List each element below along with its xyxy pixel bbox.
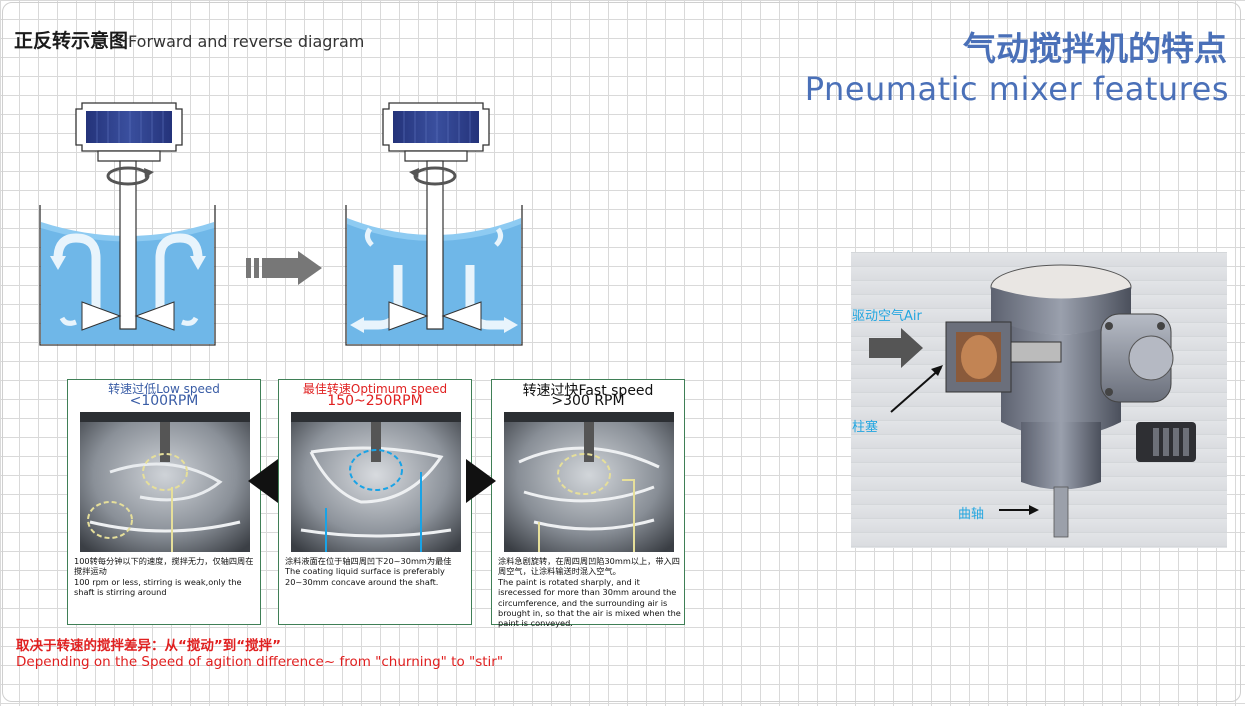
diagram-title-zh: 正反转示意图 [14, 30, 129, 52]
direction-arrow-icon [246, 251, 322, 285]
low-speed-photo [80, 412, 250, 552]
motor-housing [75, 102, 183, 162]
drive-air-label: 驱动空气Air [852, 309, 922, 324]
diagram-title: 正反转示意图Forward and reverse diagram [14, 26, 364, 53]
flow-arrowheads [50, 256, 206, 270]
piston-label: 柱塞 [852, 420, 879, 435]
caption-zh: 涂料液面在位于轴四周凹下20~30mm为最佳 [285, 556, 452, 566]
fast-speed-photo [504, 412, 674, 552]
panel-caption: 100转每分钟以下的速度，搅拌无力，仅轴四周在搅拌运动 100 rpm or l… [74, 556, 258, 598]
panel-title: 转速过快Fast speed [522, 383, 654, 399]
shaft [426, 160, 444, 330]
impeller [388, 301, 482, 331]
fast-speed-panel: 转速过快Fast speed >300 RPM 涂料急剧旋转，在周四周凹陷30m… [491, 379, 685, 628]
panel-rpm: >300 RPM [551, 393, 625, 409]
forward-reverse-illustration [39, 102, 523, 346]
flow-arrows [53, 233, 203, 326]
panel-caption: 涂料液面在位于轴四周凹下20~30mm为最佳 The coating liqui… [285, 556, 469, 587]
panel-title: 转速过低Low speed [108, 382, 220, 396]
low-speed-panel: 转速过低Low speed <100RPM 100转每分钟以下的速度，搅拌无力，… [67, 379, 261, 625]
crankshaft-label: 曲轴 [958, 507, 985, 522]
panel-rpm: 150~250RPM [327, 393, 423, 409]
reverse-mixer [345, 102, 523, 346]
shaft [119, 160, 137, 330]
air-inlet-arrow-icon [869, 328, 923, 368]
motor-housing [382, 102, 490, 162]
features-title-zh: 气动搅拌机的特点 [963, 29, 1227, 68]
pneumatic-mixer-image [851, 252, 1227, 548]
panel-rpm: <100RPM [129, 393, 199, 409]
caption-zh: 100转每分钟以下的速度，搅拌无力，仅轴四周在搅拌运动 [74, 556, 254, 577]
features-title-en: Pneumatic mixer features [804, 70, 1229, 108]
flow-arrowheads [350, 317, 518, 333]
speed-difference-zh: 取决于转速的搅拌差异：从“搅动”到“搅拌” [16, 638, 281, 654]
forward-mixer [39, 102, 216, 346]
speed-difference-en: Depending on the Speed of agition differ… [16, 654, 504, 670]
optimum-speed-photo [291, 412, 461, 552]
left-arrow-icon [248, 459, 278, 503]
optimum-speed-panel: 最佳转速Optimum speed 150~250RPM 涂料液面在位于轴四周凹… [278, 379, 472, 625]
panel-title: 最佳转速Optimum speed [302, 382, 448, 396]
right-arrow-icon [466, 459, 496, 503]
rotation-arrow-icon [106, 166, 154, 186]
caption-zh: 涂料急剧旋转，在周四周凹陷30mm以上，带入四周空气，让涂料输送时混入空气。 [498, 556, 680, 577]
panel-caption: 涂料急剧旋转，在周四周凹陷30mm以上，带入四周空气，让涂料输送时混入空气。 T… [498, 556, 682, 629]
caption-en: The coating liquid surface is preferably… [285, 566, 445, 587]
impeller [81, 301, 175, 331]
caption-en: The paint is rotated sharply, and it isr… [498, 576, 681, 629]
diagram-title-en: Forward and reverse diagram [128, 32, 365, 51]
caption-en: 100 rpm or less, stirring is weak,only t… [74, 576, 242, 598]
rotation-arrow-icon [409, 166, 457, 186]
